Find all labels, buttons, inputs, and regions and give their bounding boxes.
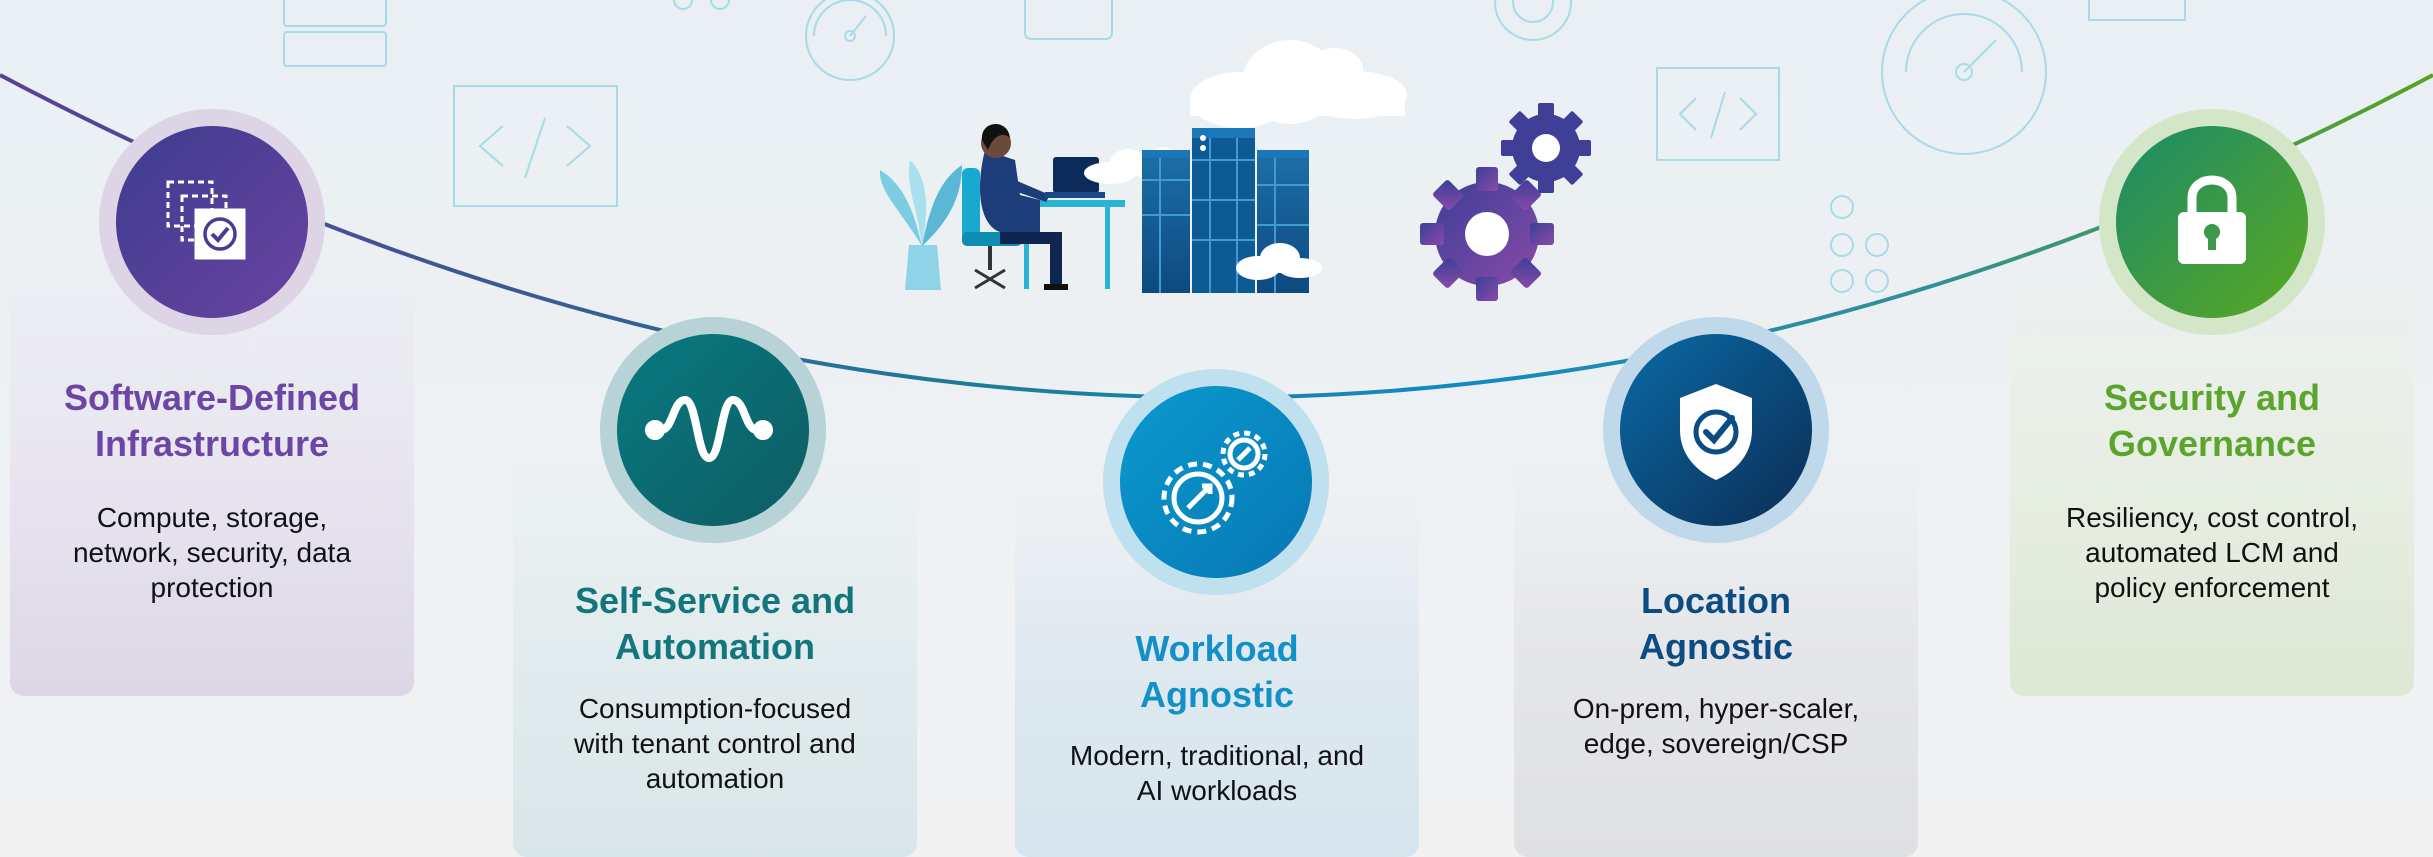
gears-icon [1161, 430, 1268, 535]
node-sg [2099, 109, 2325, 335]
plant-icon [879, 160, 962, 290]
pillar-card-sdi: Software-Defined Infrastructure Compute,… [10, 240, 414, 696]
pillar-title: Security and Governance [2103, 377, 2321, 464]
cloud-large-icon [1190, 40, 1407, 128]
pillar-title: Self-Service and Automation [574, 580, 856, 667]
pillar-description: On-prem, hyper-scaler, edge, sovereign/C… [1572, 693, 1860, 759]
pillar-title: Workload Agnostic [1135, 628, 1299, 715]
stacked-windows-check-icon [166, 180, 246, 260]
laptop-icon [1045, 157, 1105, 198]
deco-code-window-icon [453, 85, 618, 207]
pillar-description: Compute, storage, network, security, dat… [72, 502, 352, 603]
pillar-description: Resiliency, cost control, automated LCM … [2065, 502, 2359, 603]
deco-big-gauge-icon [1881, 0, 2047, 155]
deco-window-icon [1024, 0, 1113, 40]
deco-dots-icon [673, 0, 730, 10]
shield-check-icon [1680, 384, 1752, 480]
pillar-card-sg: Security and Governance Resiliency, cost… [2010, 240, 2414, 696]
deco-dot-grid-icon [1830, 195, 1889, 293]
person-at-desk-icon [980, 123, 1068, 290]
gear-small-icon [1501, 103, 1591, 193]
node-wa [1103, 369, 1329, 595]
central-illustration [879, 40, 1591, 301]
desk-icon [1015, 200, 1125, 289]
padlock-icon [2178, 175, 2246, 264]
pillar-card-ssa: Self-Service and Automation Consumption-… [513, 450, 917, 857]
pillar-description: Consumption-focused with tenant control … [574, 693, 856, 794]
deco-code-window-right-icon [1656, 67, 1780, 161]
node-sdi [99, 109, 325, 335]
pillar-title: Software-Defined Infrastructure [63, 377, 361, 464]
pillar-title: Location Agnostic [1638, 580, 1793, 667]
pillar-description: Modern, traditional, and AI workloads [1069, 740, 1365, 806]
deco-gauge-icon [805, 0, 895, 81]
deco-boxes-icon [283, 0, 387, 67]
node-ssa [600, 317, 826, 543]
deco-gear-icon [1494, 0, 1572, 41]
cloud-small-icon [1236, 243, 1322, 280]
deco-window-right-icon [2088, 0, 2186, 21]
gear-large-icon [1420, 167, 1554, 301]
pillar-card-wa: Workload Agnostic Modern, traditional, a… [1015, 490, 1419, 857]
wave-signal-icon [645, 395, 773, 463]
node-la [1603, 317, 1829, 543]
